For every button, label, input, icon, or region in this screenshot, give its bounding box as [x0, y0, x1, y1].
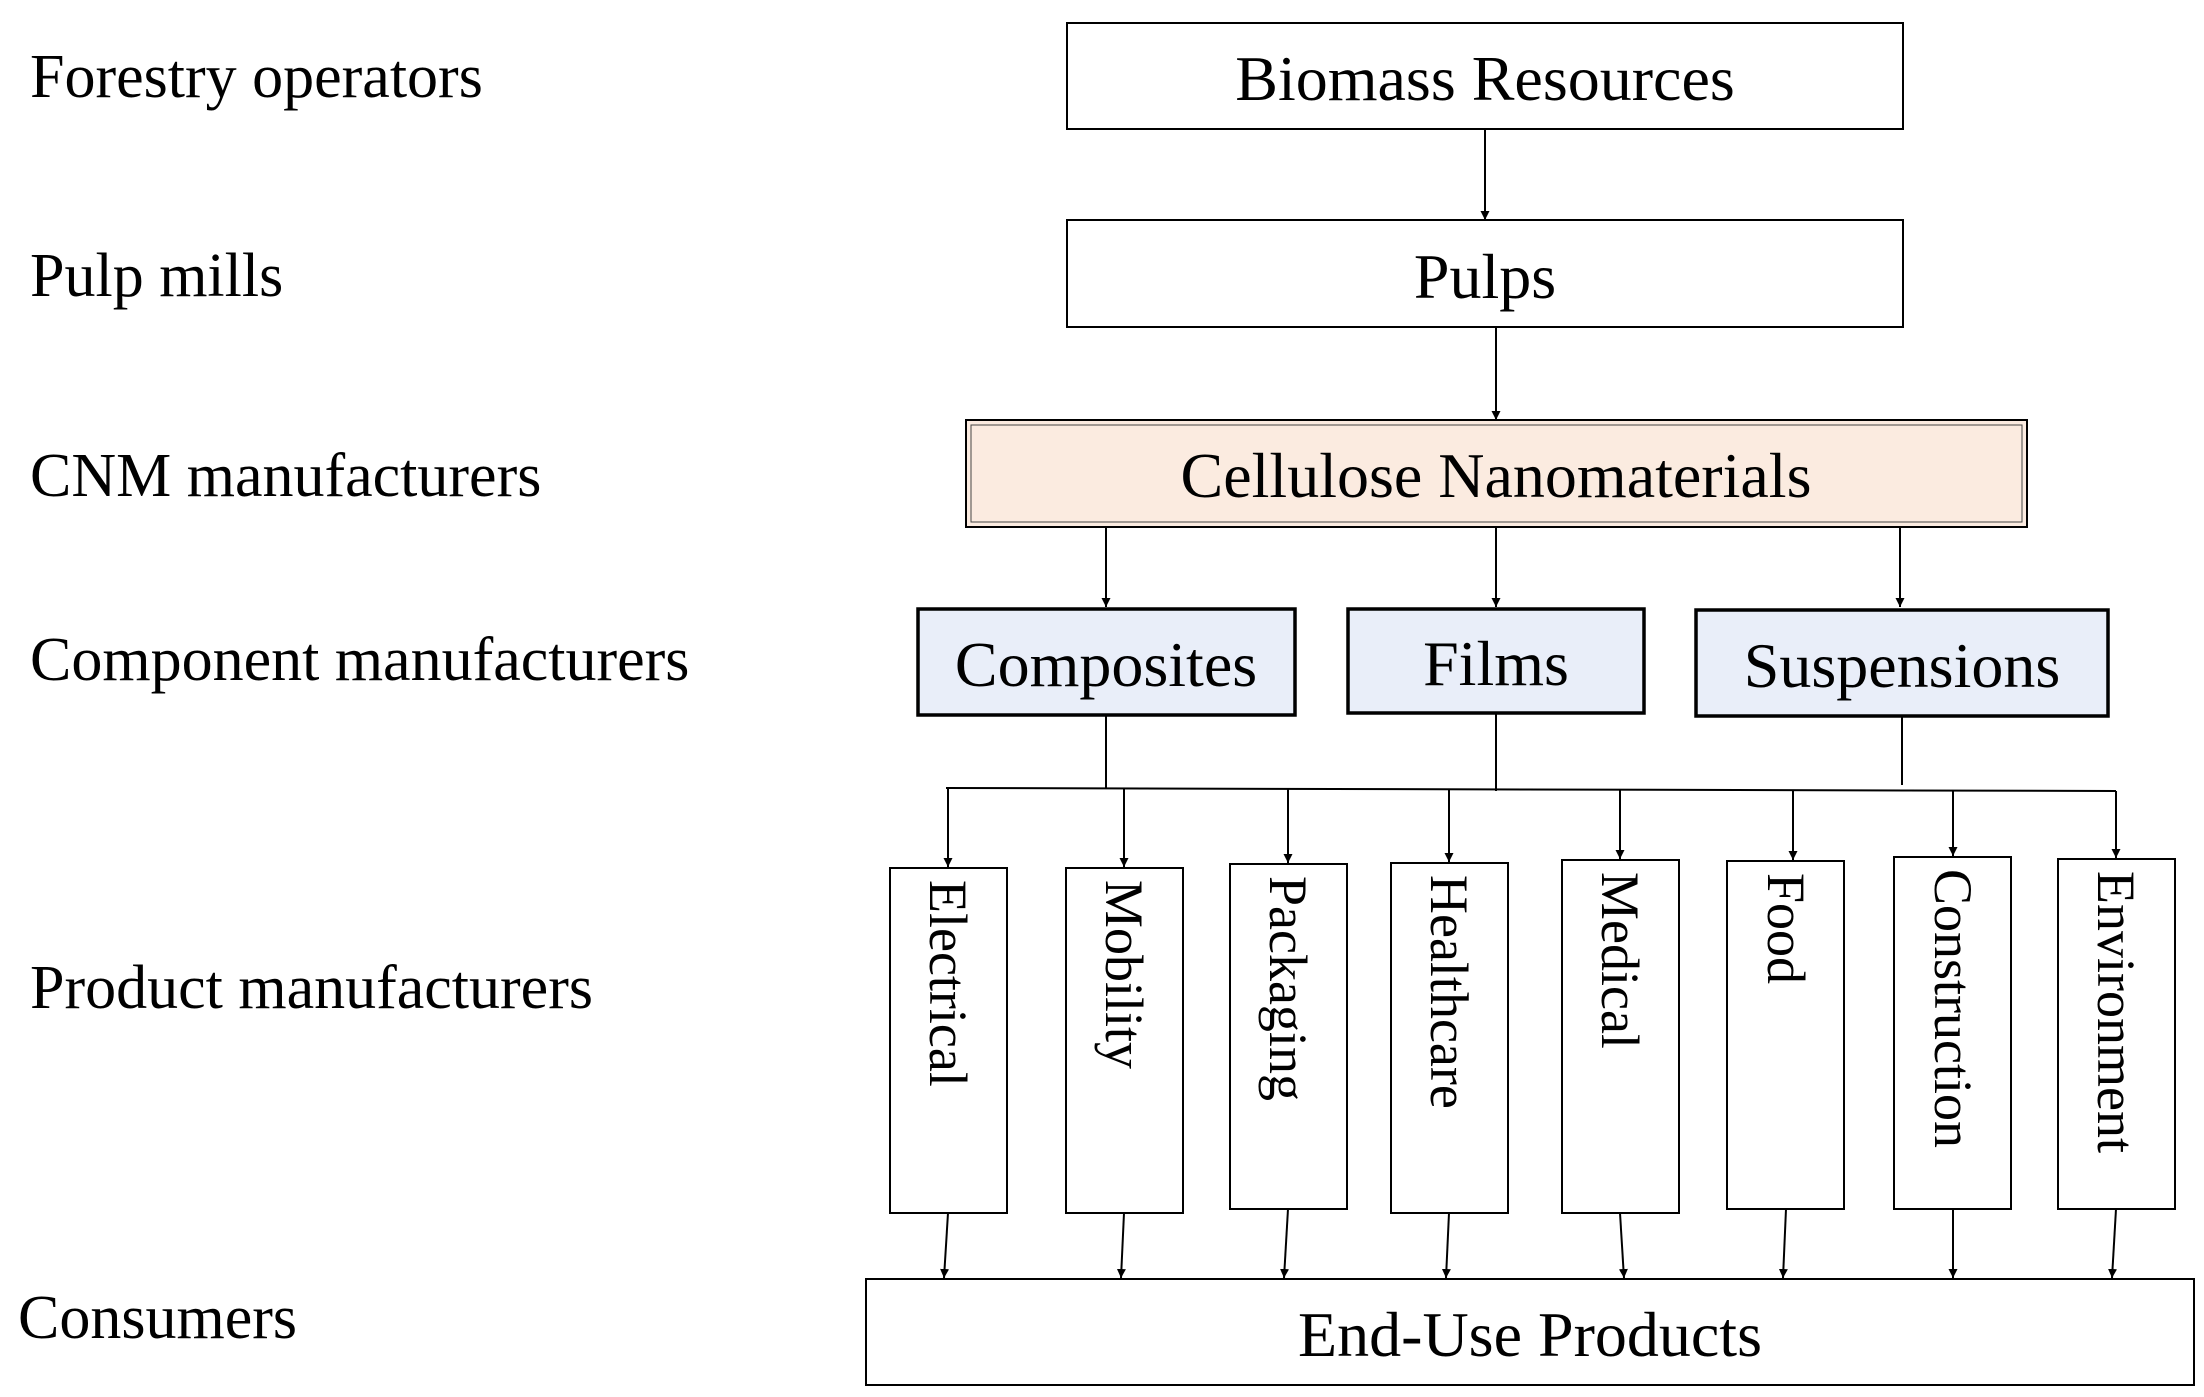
pulps-box [1066, 219, 1904, 328]
stage-label-component-manufacturers: Component manufacturers [30, 626, 689, 694]
end-use-products-box [865, 1278, 2195, 1386]
environment-label: Environment [2086, 871, 2146, 1153]
cellulose-nanomaterials-inner-border [970, 424, 2023, 523]
composites-box [916, 607, 1297, 717]
medical-label: Medical [1590, 872, 1650, 1049]
healthcare-box [1390, 862, 1509, 1214]
construction-box [1893, 856, 2012, 1210]
arrow-food-to-end-use [1778, 1208, 1788, 1279]
stage-label-product-manufacturers: Product manufacturers [30, 954, 593, 1022]
healthcare-label: Healthcare [1419, 875, 1479, 1109]
stage-label-forestry: Forestry operators [30, 43, 483, 111]
end-use-products-label: End-Use Products [1298, 1299, 1762, 1370]
mobility-box [1065, 867, 1184, 1214]
electrical-label: Electrical [918, 880, 978, 1087]
arrow-environment-to-end-use [2108, 1208, 2118, 1279]
suspensions-label: Suspensions [1744, 630, 2061, 701]
construction-label: Construction [1923, 869, 1983, 1148]
packaging-box [1229, 863, 1348, 1210]
environment-box [2057, 858, 2176, 1210]
stage-label-pulp-mills: Pulp mills [30, 242, 283, 310]
food-label: Food [1756, 873, 1816, 984]
cellulose-nanomaterials-box [965, 419, 2028, 528]
mobility-label: Mobility [1094, 880, 1154, 1069]
arrow-electrical-to-end-use [940, 1212, 950, 1279]
electrical-box [889, 867, 1008, 1214]
biomass-resources-box [1066, 22, 1904, 130]
suspensions-box [1694, 608, 2110, 718]
distribution-bus-line [945, 787, 2117, 792]
biomass-resources-label: Biomass Resources [1235, 43, 1735, 114]
arrow-healthcare-to-end-use [1441, 1212, 1451, 1279]
stage-label-cnm-manufacturers: CNM manufacturers [30, 442, 541, 510]
medical-box [1561, 859, 1680, 1214]
arrow-mobility-to-end-use [1116, 1212, 1126, 1279]
films-label: Films [1423, 628, 1569, 699]
cellulose-nanomaterials-label: Cellulose Nanomaterials [1181, 440, 1812, 511]
arrow-packaging-to-end-use [1280, 1208, 1290, 1279]
food-box [1726, 860, 1845, 1210]
composites-label: Composites [955, 629, 1257, 700]
packaging-label: Packaging [1258, 876, 1318, 1101]
pulps-label: Pulps [1414, 241, 1556, 312]
arrow-medical-to-end-use [1618, 1212, 1628, 1279]
films-box [1346, 607, 1646, 715]
stage-label-consumers: Consumers [18, 1284, 297, 1352]
